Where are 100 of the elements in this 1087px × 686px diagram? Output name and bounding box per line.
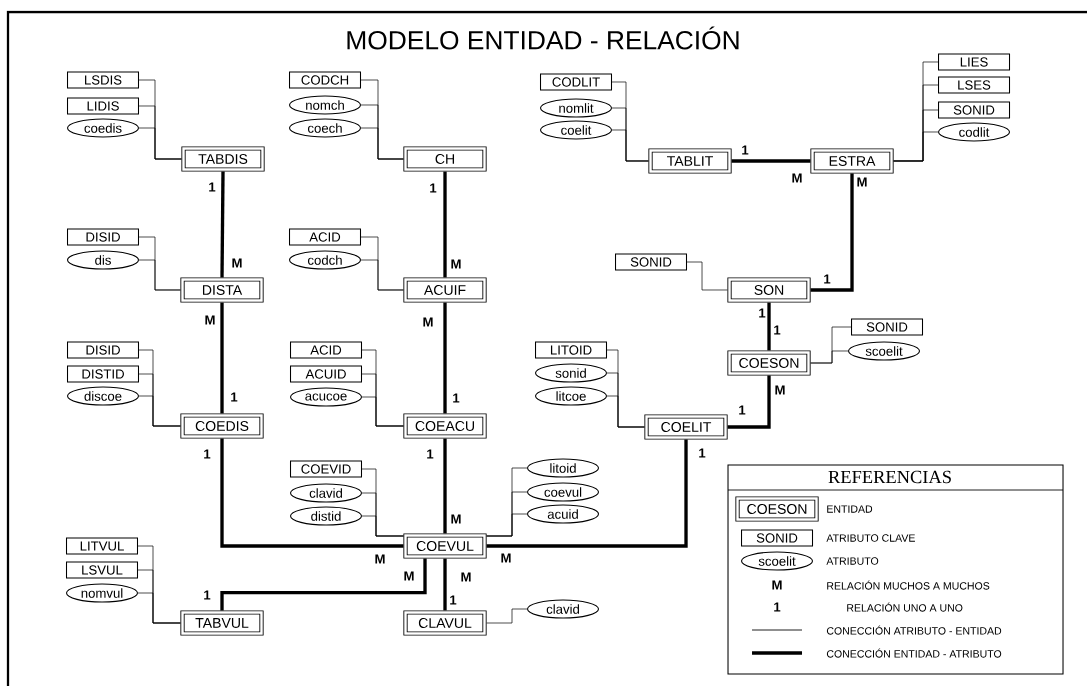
connector-line: [686, 261, 728, 291]
connector-line: [731, 159, 811, 163]
cardinality-label: M: [772, 580, 782, 590]
key-attribute-box: LITOID: [535, 341, 608, 359]
legend-title: REFERENCIAS: [828, 470, 951, 484]
entity-box: CH: [403, 146, 487, 172]
entity-box: COEDIS: [180, 413, 264, 439]
cardinality-label: 1: [453, 393, 460, 403]
cardinality-label: M: [404, 571, 414, 581]
cardinality-label: M: [423, 317, 433, 327]
legend-text: ATRIBUTO: [826, 557, 879, 565]
connector-line: [360, 259, 404, 291]
legend-text: RELACIÓN UNO A UNO: [847, 602, 963, 612]
cardinality-label: M: [792, 173, 802, 183]
key-attribute-box: LIDIS: [67, 97, 140, 115]
connector-line: [443, 171, 447, 278]
cardinality-label: 1: [742, 145, 749, 155]
cardinality-label: 1: [430, 183, 437, 193]
connector-line: [486, 513, 528, 537]
entity-box: DISTA: [180, 277, 264, 303]
connector-line: [220, 302, 224, 414]
key-attribute-box: DISID: [67, 228, 140, 246]
connector-line: [486, 439, 688, 548]
key-attribute-box: SONID: [938, 101, 1011, 119]
connector-line: [361, 396, 404, 427]
connector-line: [138, 259, 181, 291]
cardinality-label: 1: [699, 448, 706, 458]
cardinality-label: M: [775, 385, 785, 395]
entity-box: COEACU: [403, 413, 487, 439]
key-attribute-box: ACUID: [290, 365, 363, 383]
cardinality-label: M: [205, 315, 215, 325]
connector-line: [138, 127, 182, 160]
connector-line: [611, 129, 649, 162]
key-attribute-box: SONID: [851, 318, 924, 336]
connector-line: [606, 395, 645, 428]
connector-line: [138, 395, 181, 427]
key-attribute-box: ACID: [290, 341, 363, 359]
legend-text: ATRIBUTO CLAVE: [826, 534, 915, 542]
cardinality-label: M: [501, 553, 511, 563]
key-attribute-box: CODLIT: [540, 73, 613, 91]
title: MODELO ENTIDAD - RELACIÓN: [347, 26, 739, 50]
key-attribute-box: DISID: [67, 341, 140, 359]
entity-box: ACUIF: [403, 277, 487, 303]
cardinality-label: 1: [450, 595, 457, 605]
entity-box: COESON: [735, 496, 819, 522]
connector-line: [443, 558, 447, 611]
key-attribute-box: LIES: [938, 53, 1011, 71]
connector-line: [361, 515, 404, 537]
connector-line: [810, 350, 849, 364]
cardinality-label: 1: [774, 602, 781, 612]
key-attribute-box: LSES: [938, 76, 1011, 94]
connector-line: [220, 558, 427, 611]
cardinality-label: M: [375, 554, 385, 564]
connector-line: [220, 171, 225, 278]
entity-box: TABDIS: [181, 146, 265, 172]
cardinality-label: 1: [231, 392, 238, 402]
entity-box: TABLIT: [648, 148, 732, 174]
key-attribute-box: SONID: [615, 253, 688, 271]
connector-line: [137, 592, 181, 624]
cardinality-label: 1: [824, 274, 831, 284]
cardinality-label: 1: [774, 325, 781, 335]
cardinality-label: 1: [427, 449, 434, 459]
cardinality-label: M: [232, 258, 242, 268]
cardinality-label: 1: [759, 308, 766, 318]
cardinality-label: 1: [204, 449, 211, 459]
cardinality-label: M: [461, 572, 471, 582]
entity-box: ESTRA: [810, 148, 894, 174]
entity-box: COEVUL: [403, 533, 487, 559]
key-attribute-box: ACID: [289, 228, 362, 246]
entity-box: SON: [727, 277, 811, 303]
cardinality-label: M: [451, 514, 461, 524]
entity-box: TABVUL: [180, 610, 264, 636]
connector-line: [360, 127, 404, 160]
entity-box: CLAVUL: [403, 610, 487, 636]
connector-line: [443, 438, 447, 534]
key-attribute-box: LITVUL: [66, 537, 139, 555]
connector-line: [727, 375, 771, 429]
key-attribute-box: COEVID: [290, 460, 363, 478]
legend-text: RELACIÓN MUCHOS A MUCHOS: [827, 580, 990, 590]
entity-box: COELIT: [644, 414, 728, 440]
connector-line: [893, 131, 939, 162]
key-attribute-box: LSDIS: [67, 71, 140, 89]
legend-text: ENTIDAD: [827, 505, 873, 513]
connector-line: [443, 302, 447, 414]
cardinality-label: 1: [739, 405, 746, 415]
connector-line: [810, 173, 854, 292]
entity-box: COESON: [727, 350, 811, 376]
legend-text: CONECCIÓN ATRIBUTO - ENTIDAD: [826, 625, 1002, 635]
cardinality-label: M: [857, 177, 867, 187]
key-attribute-box: LSVUL: [66, 561, 139, 579]
legend-text: CONECCIÓN ENTIDAD - ATRIBUTO: [826, 648, 1002, 658]
key-attribute-box: DISTID: [67, 365, 140, 383]
key-attribute-box: SONID: [741, 529, 814, 547]
connector-line: [486, 608, 528, 624]
connector-line: [767, 302, 771, 351]
cardinality-label: 1: [209, 182, 216, 192]
cardinality-label: 1: [204, 590, 211, 600]
cardinality-label: M: [451, 259, 461, 269]
connector-line: [220, 438, 404, 548]
key-attribute-box: CODCH: [289, 71, 362, 89]
